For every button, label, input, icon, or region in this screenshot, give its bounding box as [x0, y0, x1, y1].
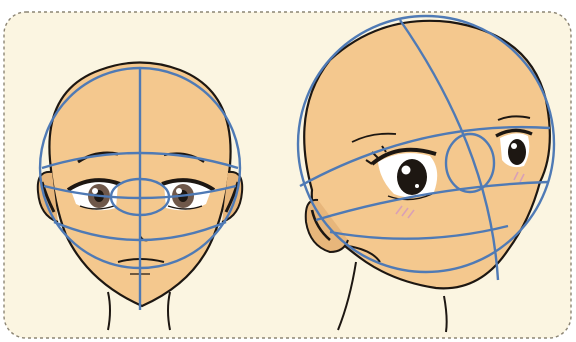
head-construction-illustration [0, 0, 576, 342]
illustration-stage [0, 0, 576, 342]
